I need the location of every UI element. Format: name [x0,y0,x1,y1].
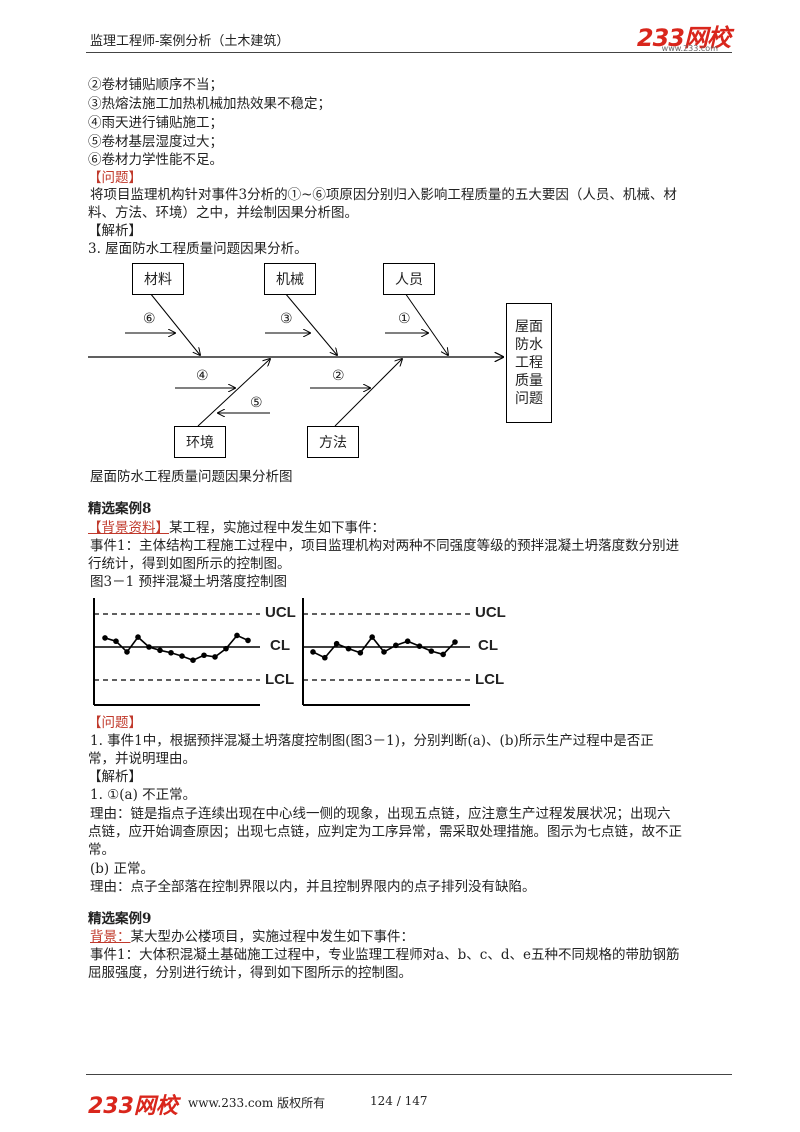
cl-label: CL [478,637,498,654]
case8-title: 精选案例8 [88,501,152,517]
list-item: ④雨天进行铺贴施工； [88,115,223,131]
data-point [333,640,340,647]
question-text: 料、方法、环境）之中，并绘制因果分析图。 [88,205,358,221]
data-point [404,638,411,645]
fishbone-box-environment: 环境 [174,426,226,458]
list-item: ②卷材铺贴顺序不当； [88,77,223,93]
reason-a: 常。 [88,842,115,858]
data-point [234,632,240,639]
case9-event1: 事件1：大体积混凝土基础施工过程中，专业监理工程师对a、b、c、d、e五种不同规… [90,947,680,963]
case9-event1: 屈服强度，分别进行统计，得到如下图所示的控制图。 [88,965,412,981]
question-text: 1. 事件1中，根据预拌混凝土坍落度控制图(图3－1)，分别判断(a)、(b)所… [90,733,654,749]
data-point [135,634,141,640]
list-item: ③热熔法施工加热机械加热效果不稳定； [88,96,331,112]
cause-marker: ① [398,311,411,327]
header-rule [86,52,732,53]
fishbone-head-line: 质量 [515,373,543,389]
fishbone-box-material: 材料 [132,263,184,295]
case9-title: 精选案例9 [88,911,152,927]
data-point [212,654,218,660]
footer-site: www.233.com 版权所有 [188,1096,326,1110]
fishbone-box-machine: 机械 [264,263,316,295]
fishbone-head-line: 屋面 [515,319,543,335]
analysis-label: 【解析】 [88,223,142,239]
data-point [452,639,458,645]
ucl-label: UCL [475,604,506,621]
question-label: 【问题】 [88,715,142,731]
data-point [223,645,229,652]
analysis-label: 【解析】 [88,769,142,785]
fishbone-head-line: 工程 [515,355,543,371]
fishbone-head-line: 问题 [515,391,543,407]
data-point [157,647,163,654]
fishbone-caption: 屋面防水工程质量问题因果分析图 [90,469,293,485]
data-point [124,649,130,655]
data-point [113,638,119,645]
cause-marker: ④ [196,368,209,384]
data-point [146,644,152,650]
ucl-label: UCL [265,604,296,621]
branch-environment [197,359,270,427]
cause-marker: ⑥ [143,311,156,327]
data-point [179,653,185,659]
answer-b: (b) 正常。 [90,861,154,877]
analysis-intro: 3. 屋面防水工程质量问题因果分析。 [88,241,308,257]
brand-url: www.233.com [661,44,718,53]
footer-rule [86,1074,732,1075]
lcl-label: LCL [265,671,295,688]
case8-event1: 行统计，得到如图所示的控制图。 [88,556,291,572]
reason-b: 理由：点子全部落在控制界限以内，并且控制界限内的点子排列没有缺陷。 [90,879,536,895]
data-point [440,651,446,658]
data-point [357,649,364,656]
cause-marker: ② [332,368,345,384]
reason-a: 理由：链是指点子连续出现在中心线一侧的现象，出现五点链，应注意生产过程发展状况；… [90,806,671,822]
figure-title: 图3－1 预拌混凝土坍落度控制图 [90,574,287,590]
case8-event1: 事件1：主体结构工程施工过程中，项目监理机构对两种不同强度等级的预拌混凝土坍落度… [90,538,680,554]
question-text: 将项目监理机构针对事件3分析的①~⑥项原因分别归入影响工程质量的五大要因（人员、… [90,187,677,203]
data-point [310,649,316,655]
fishbone-box-person: 人员 [383,263,435,295]
fishbone-box-method: 方法 [307,426,359,458]
fishbone-head-line: 防水 [515,337,543,353]
data-point [369,634,375,640]
branch-method [334,359,402,427]
data-point [102,635,108,641]
case9-background: 背景：某大型办公楼项目，实施过程中发生如下事件： [90,928,414,946]
question-label: 【问题】 [88,170,142,186]
data-point [428,648,435,654]
background-label: 【背景资料】 [88,520,169,536]
branch-material [149,292,200,355]
data-point [345,645,352,652]
footer-brand: 233网校 [88,1094,178,1119]
brand-logo: 233网校 [636,24,731,52]
page-number: 124 / 147 [370,1094,428,1108]
data-point [190,657,196,663]
cause-marker: ③ [280,311,293,327]
answer-a: 1. ①(a) 不正常。 [90,787,197,803]
lcl-label: LCL [475,671,505,688]
data-point [245,637,251,644]
branch-machine [284,292,337,355]
data-point [416,643,423,649]
background-text: 某大型办公楼项目，实施过程中发生如下事件： [130,929,415,945]
branch-person [404,292,448,355]
reason-a: 点链，应开始调查原因；出现七点链，应判定为工序异常，需采取处理措施。图示为七点链… [88,824,682,840]
data-point [393,642,399,649]
data-point [201,652,207,659]
background-text: 某工程，实施过程中发生如下事件： [169,520,385,536]
data-point [168,649,174,656]
case8-background: 【背景资料】某工程，实施过程中发生如下事件： [88,519,385,537]
list-item: ⑥卷材力学性能不足。 [88,152,223,168]
data-point [322,654,328,661]
cause-marker: ⑤ [250,395,263,411]
fishbone-head-box: 屋面 防水 工程 质量 问题 [506,303,552,423]
cl-label: CL [270,637,290,654]
header-title: 监理工程师-案例分析（土木建筑） [90,34,290,49]
list-item: ⑤卷材基层湿度过大； [88,134,223,150]
background-label: 背景： [90,929,131,945]
data-point [381,649,387,655]
question-text: 常，并说明理由。 [88,751,196,767]
